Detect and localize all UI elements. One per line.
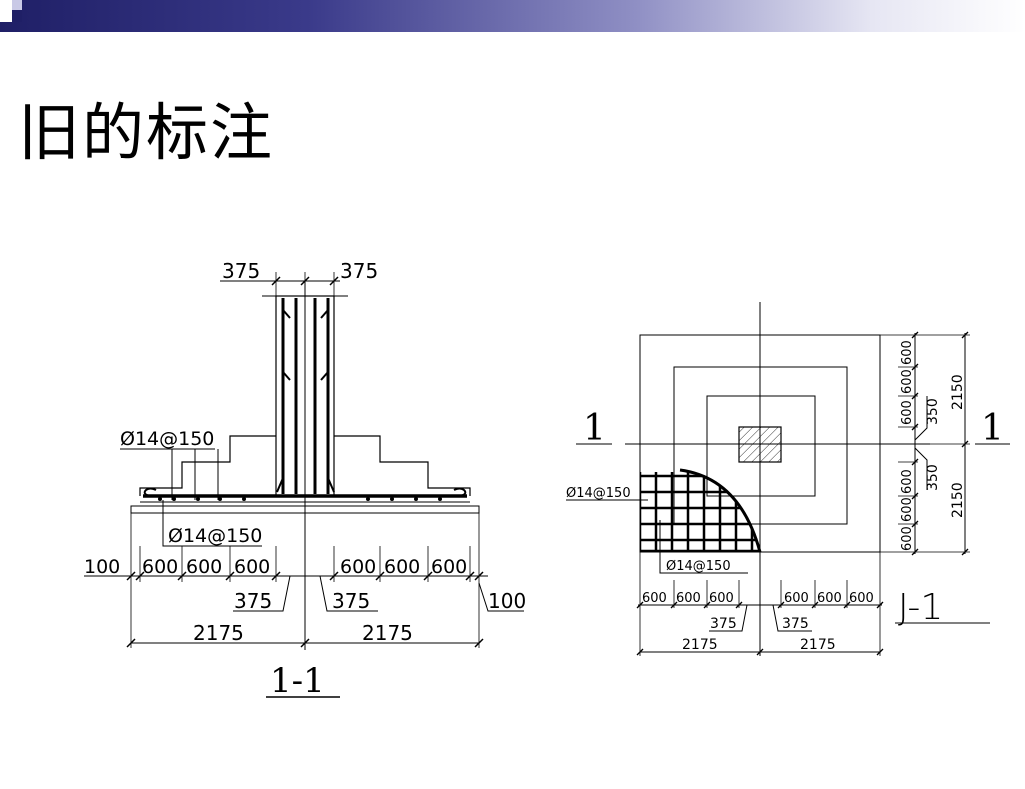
plan-dim-half-right: 2175 <box>800 637 836 653</box>
plan-dim-step-br1: 600 <box>784 591 809 606</box>
section-footing-steps-right <box>334 435 471 496</box>
plan-dim-step-rb2: 600 <box>900 497 915 522</box>
plan-step-2-outline <box>673 366 848 525</box>
section-step-dim-ticks <box>126 571 484 581</box>
section-stirrup-ticks <box>276 309 335 493</box>
section-1-1-drawing <box>84 272 524 698</box>
plan-dim-step-bl2: 600 <box>676 591 701 606</box>
section-dim-edge-left: 100 <box>84 556 120 578</box>
plan-j1-drawing <box>566 302 1010 656</box>
section-dim-step-l2: 600 <box>186 556 222 578</box>
section-bar-hook-left <box>143 487 157 497</box>
plan-right-extension-lines <box>880 334 970 553</box>
section-dim-step-l3: 600 <box>234 556 270 578</box>
section-edge-right-leader <box>478 582 524 612</box>
plan-col-upper-leader <box>914 396 928 441</box>
section-dim-edge-right: 100 <box>488 589 526 613</box>
plan-column-hatched <box>738 426 782 463</box>
plan-dim-step-br2: 600 <box>817 591 842 606</box>
section-rebar-lower-label: Ø14@150 <box>168 525 262 547</box>
section-dim-step-r1: 600 <box>340 556 376 578</box>
plan-dim-half-upper: 2150 <box>950 374 966 410</box>
plan-dim-half-left: 2175 <box>682 637 718 653</box>
section-caption: 1-1 <box>270 661 325 701</box>
plan-dim-col-left: 375 <box>710 616 737 632</box>
section-blinding-layer <box>130 505 480 514</box>
section-bar-hook-right <box>453 487 467 497</box>
banner-square-white <box>0 0 12 22</box>
plan-rebar-upper-label: Ø14@150 <box>566 486 631 501</box>
section-col-right-leader <box>319 575 378 612</box>
plan-col-lower-leader <box>914 447 928 490</box>
plan-col-left-leader <box>709 604 748 632</box>
plan-dim-step-rt3: 600 <box>900 400 915 425</box>
section-rebar-lower-leader <box>162 500 262 547</box>
section-distribution-bars <box>158 497 442 501</box>
plan-cut-label-left: 1 <box>583 408 606 449</box>
plan-dim-step-rb3: 600 <box>900 526 915 551</box>
plan-step-3-outline <box>706 395 816 497</box>
plan-dim-col-right: 375 <box>782 616 809 632</box>
plan-rebar-lower-leader <box>659 520 748 574</box>
plan-caption: J-1 <box>898 587 943 628</box>
banner-square-light <box>12 0 22 10</box>
plan-dim-step-rt1: 600 <box>900 340 915 365</box>
plan-rebar-lower-label: Ø14@150 <box>666 559 731 574</box>
section-rebar-upper-label: Ø14@150 <box>120 428 214 450</box>
plan-dim-step-rb1: 600 <box>900 469 915 494</box>
plan-dim-step-bl3: 600 <box>709 591 734 606</box>
section-dim-top-left: 375 <box>222 259 260 283</box>
plan-dim-col-lower: 350 <box>925 464 941 491</box>
section-dim-col-right: 375 <box>332 589 370 613</box>
section-footing-steps-left <box>139 435 276 496</box>
section-column-bars <box>281 298 330 494</box>
section-dim-step-r3: 600 <box>431 556 467 578</box>
plan-dim-step-br3: 600 <box>849 591 874 606</box>
section-dim-step-l1: 600 <box>142 556 178 578</box>
plan-bottom-extension-lines <box>639 552 881 656</box>
section-dim-col-left: 375 <box>234 589 272 613</box>
banner-square-dark <box>12 10 22 22</box>
section-dim-half-left: 2175 <box>193 621 244 645</box>
title-banner <box>0 0 1025 32</box>
plan-dim-step-bl1: 600 <box>642 591 667 606</box>
plan-dim-step-rt2: 600 <box>900 369 915 394</box>
section-dim-step-r2: 600 <box>384 556 420 578</box>
plan-dim-col-upper: 350 <box>925 398 941 425</box>
plan-col-right-leader <box>772 604 812 632</box>
section-dim-half-right: 2175 <box>362 621 413 645</box>
plan-cut-label-right: 1 <box>981 408 1004 449</box>
slide-title: 旧的标注 <box>18 96 275 169</box>
section-dim-top-right: 375 <box>340 259 378 283</box>
plan-dim-half-lower: 2150 <box>950 482 966 518</box>
section-col-left-leader <box>233 575 291 612</box>
plan-rebar-break-curve <box>679 468 762 553</box>
